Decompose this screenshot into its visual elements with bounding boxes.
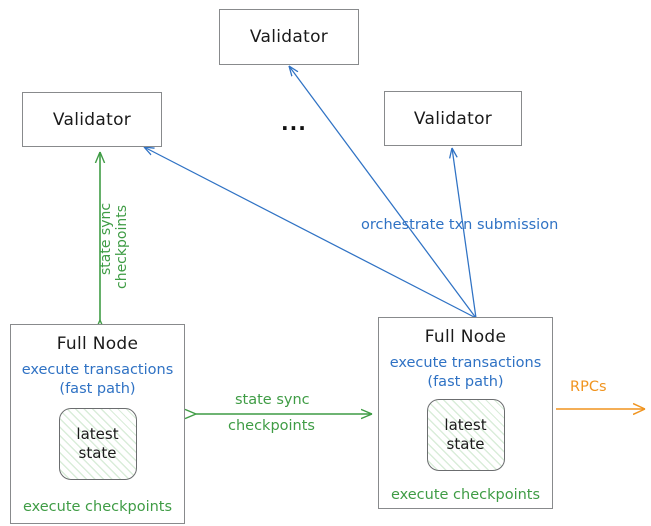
validator-label: Validator [249, 27, 329, 47]
latest-state-line1: latest [76, 425, 119, 444]
validator-label: Validator [52, 109, 132, 130]
full-node-box-left[interactable]: Full Node execute transactions (fast pat… [10, 324, 185, 524]
edge-label-statesync-vertical-line1: state sync [98, 202, 114, 275]
edge-label-statesync-vertical-line2: checkpoints [114, 205, 130, 289]
latest-state-box[interactable]: latest state [58, 408, 137, 481]
validator-box-top[interactable]: Validator [219, 9, 359, 65]
edge-label-rpcs: RPCs [570, 379, 607, 395]
full-node-title: Full Node [56, 334, 139, 354]
full-node-execute-checkpoints: execute checkpoints [390, 487, 541, 504]
validator-box-right[interactable]: Validator [384, 91, 522, 146]
validator-box-left[interactable]: Validator [22, 92, 162, 147]
full-node-fastpath-line1: execute transactions [389, 355, 542, 371]
latest-state-line2: state [78, 444, 117, 463]
full-node-fastpath-line2: (fast path) [59, 380, 136, 397]
edge-label-statesync-center-line2: checkpoints [228, 418, 315, 434]
edge-label-orchestrate-txn-submission: orchestrate txn submission [361, 217, 559, 233]
full-node-fastpath-note: execute transactions (fast path) [22, 361, 174, 398]
edge-label-statesync-center-line1: state sync [235, 392, 310, 408]
latest-state-line1: latest [444, 416, 487, 435]
full-node-fastpath-note: execute transactions (fast path) [390, 354, 542, 391]
full-node-fastpath-line2: (fast path) [427, 373, 504, 390]
validator-label: Validator [413, 108, 493, 129]
full-node-execute-checkpoints: execute checkpoints [22, 499, 173, 516]
latest-state-box[interactable]: latest state [426, 399, 505, 472]
full-node-fastpath-line1: execute transactions [21, 362, 174, 378]
latest-state-line2: state [446, 435, 485, 454]
ellipsis-more-validators: ... [281, 111, 307, 135]
full-node-title: Full Node [424, 327, 507, 347]
full-node-box-right[interactable]: Full Node execute transactions (fast pat… [378, 317, 553, 509]
